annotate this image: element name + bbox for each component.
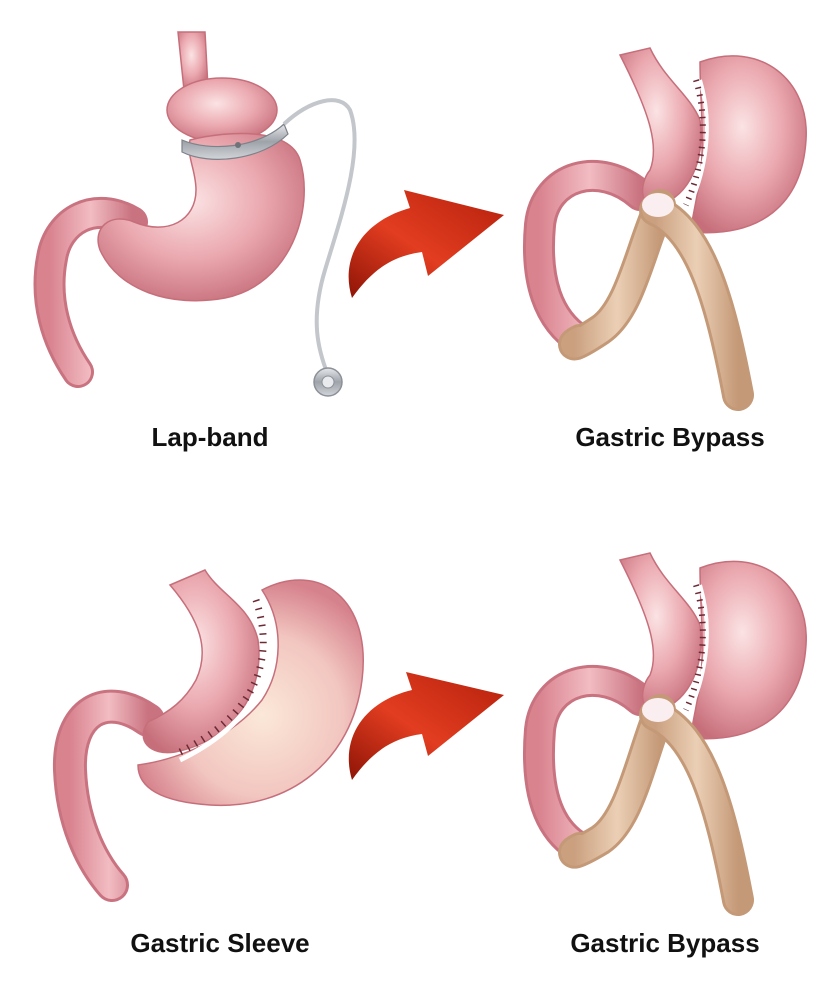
label-gastric-bypass-top: Gastric Bypass (575, 422, 765, 452)
bypass-bottom-remnant-stomach (689, 560, 807, 740)
arrow-bottom-icon (348, 672, 504, 780)
lap-band-stomach (97, 132, 305, 302)
bypass-top-staple-line (688, 79, 709, 206)
bypass-bottom-staple-line (688, 584, 709, 711)
band-tubing (282, 98, 357, 376)
sleeve-staple-line (178, 599, 272, 763)
label-gastric-bypass-bottom: Gastric Bypass (570, 928, 760, 958)
label-lap-band: Lap-band (151, 422, 269, 452)
sleeve-stomach (142, 569, 260, 754)
arrow-top-icon (348, 190, 504, 298)
gastric-sleeve-illustration (52, 569, 364, 902)
lap-band-illustration (33, 31, 357, 397)
gastric-band (181, 122, 289, 160)
sleeve-removed-portion (137, 579, 364, 807)
gastric-bypass-top-illustration (523, 47, 807, 411)
lap-band-pouch (166, 77, 278, 143)
gastric-bypass-bottom-illustration (523, 552, 807, 916)
access-port-icon (313, 367, 343, 397)
label-gastric-sleeve: Gastric Sleeve (130, 928, 310, 958)
